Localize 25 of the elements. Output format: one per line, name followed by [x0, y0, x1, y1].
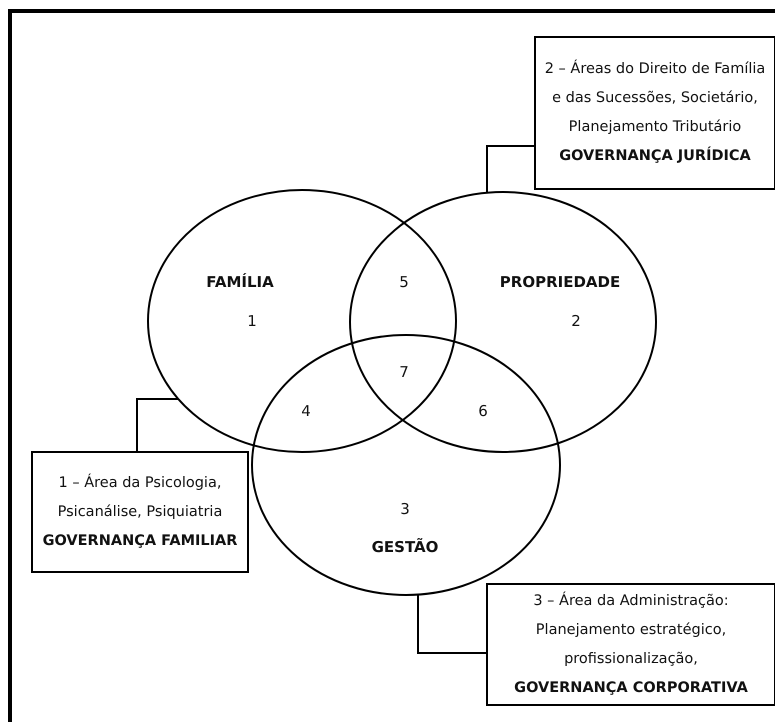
set-name: FAMÍLIA — [206, 273, 274, 291]
area-description: 1 – Área da Psicologia, Psicanálise, Psiquiatria — [56, 472, 224, 522]
callout-box — [31, 451, 249, 573]
governance-heading: GOVERNANÇA CORPORATIVA — [513, 678, 749, 698]
callout-box — [534, 36, 775, 190]
region-number: 4 — [301, 402, 311, 420]
leader-line — [417, 594, 486, 654]
region-number: 7 — [399, 363, 409, 381]
region-number: 5 — [399, 273, 409, 291]
venn-circle — [147, 189, 457, 453]
region-number: 2 — [571, 312, 581, 330]
area-description: 2 – Áreas do Direito de Família e das Sucessões, Societário, Planejamento Tributário — [544, 58, 766, 137]
leader-line — [136, 398, 178, 451]
region-number: 6 — [478, 402, 488, 420]
governance-heading: GOVERNANÇA FAMILIAR — [42, 532, 238, 550]
venn-circle — [349, 191, 657, 453]
callout-box — [486, 583, 775, 706]
region-number: 1 — [247, 312, 257, 330]
set-name: PROPRIEDADE — [500, 273, 620, 291]
region-number: 3 — [400, 500, 410, 518]
leader-line — [486, 145, 534, 193]
venn-circle — [251, 334, 561, 596]
set-name: GESTÃO — [372, 538, 438, 556]
area-description: 3 – Área da Administração: Planejamento estratégico, profissionalização, — [532, 590, 730, 668]
governance-heading: GOVERNANÇA JURÍDICA — [558, 146, 752, 166]
